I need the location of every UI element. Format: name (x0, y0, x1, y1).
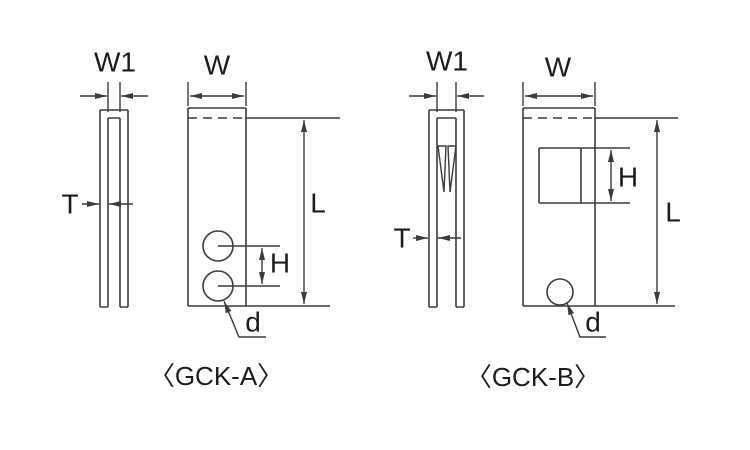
gck-b-figure: W1 T W L H d 〈GCK-B〉 (393, 46, 680, 393)
gck-a-w1-label: W1 (94, 47, 136, 78)
gck-b-l-label: L (665, 197, 681, 228)
gck-a-t-label: T (61, 189, 78, 220)
gck-b-lance-tabs (437, 145, 457, 193)
gck-b-h-label: H (618, 162, 638, 193)
gck-a-w-extension-lines (187, 82, 247, 106)
gck-b-front-outline (522, 107, 675, 307)
gck-a-caption: 〈GCK-A〉 (149, 361, 283, 391)
gck-b-front-view: W L H d (522, 52, 681, 338)
gck-b-side-view: W1 T (393, 46, 484, 308)
gck-a-front-outline (187, 107, 330, 307)
gck-a-d-leader-line (223, 300, 266, 338)
gck-b-w1-extension-lines (436, 82, 457, 112)
gck-b-window-outline (538, 147, 630, 204)
gck-a-w1-extension-lines (107, 82, 121, 112)
gck-a-front-view: W L H d (187, 50, 340, 338)
gck-a-figure: W1 T W L H d 〈GCK-A〉 (61, 47, 340, 391)
gck-a-w-label: W (204, 50, 231, 81)
gck-a-hole-center-lines (218, 245, 280, 287)
gck-b-w-extension-lines (522, 82, 596, 106)
gck-b-side-outline (428, 109, 465, 308)
gck-b-t-label: T (393, 223, 410, 254)
gck-b-d-label: d (585, 307, 601, 338)
gck-b-w1-label: W1 (426, 46, 468, 77)
gck-a-side-outline (99, 109, 129, 308)
gck-a-h-label: H (270, 248, 290, 279)
gck-b-hole (546, 278, 574, 306)
gck-a-d-label: d (245, 307, 261, 338)
gck-b-d-leader-line (566, 302, 606, 338)
gck-a-side-view: W1 T (61, 47, 148, 308)
gck-a-l-label: L (310, 188, 326, 219)
gck-b-w-label: W (545, 52, 572, 83)
gck-b-caption: 〈GCK-B〉 (466, 362, 600, 392)
